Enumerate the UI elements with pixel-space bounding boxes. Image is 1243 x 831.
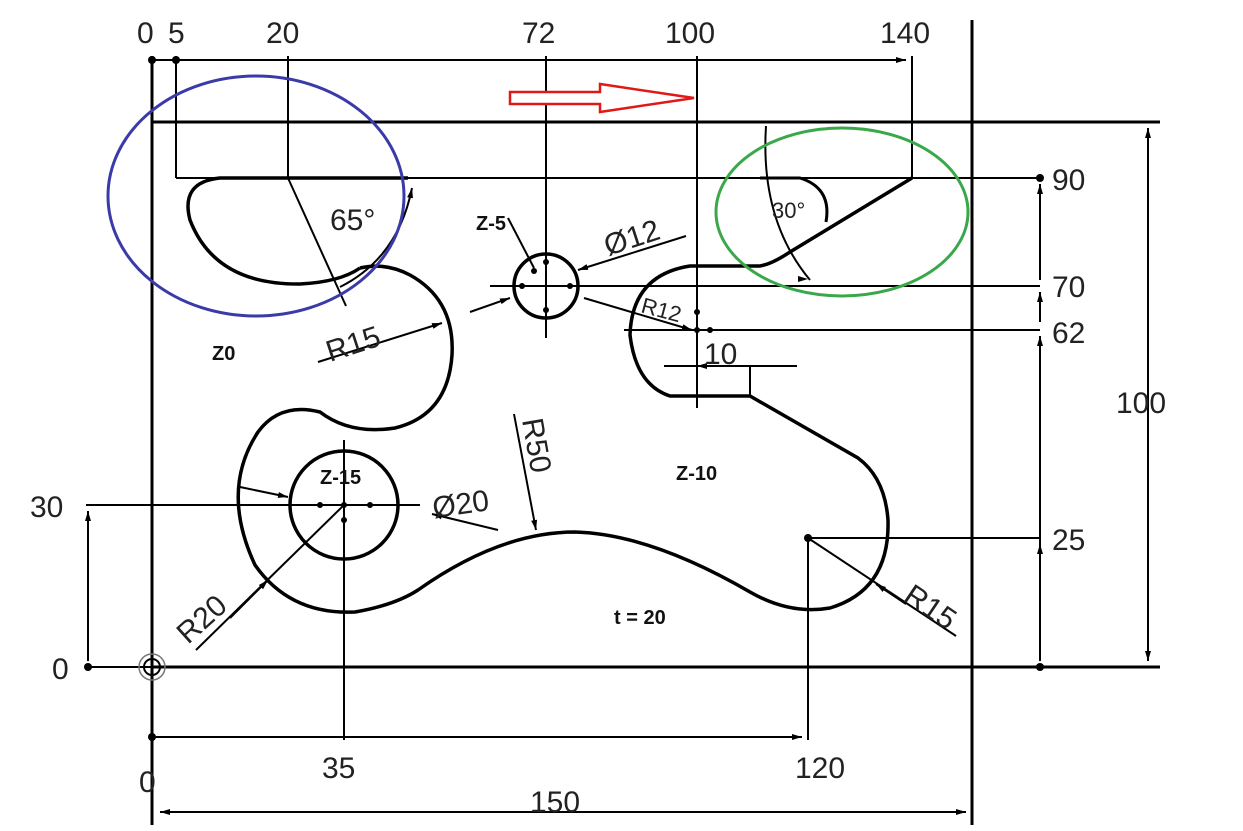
angle-65-label: 65° (330, 204, 375, 237)
r12-label: R12 (639, 293, 684, 328)
zone-label-z0: Z0 (212, 343, 235, 365)
d20-label: Ø20 (430, 484, 491, 525)
blue-highlight-ellipse (106, 74, 406, 318)
pocket-z-10-main (236, 176, 913, 614)
bottom-dim-120: 120 (795, 752, 845, 785)
angle-30-label: 30° (772, 198, 805, 223)
r20-label: R20 (171, 589, 234, 650)
left-dim-30: 30 (30, 491, 63, 524)
right-dim-70: 70 (1052, 271, 1085, 304)
dim-10-label: 10 (704, 338, 737, 371)
bottom-dim-0: 0 (139, 766, 156, 799)
r50-label: R50 (515, 415, 557, 475)
plate-outline (150, 20, 1160, 825)
top-dim-20: 20 (266, 17, 299, 50)
bottom-dim-35: 35 (322, 752, 355, 785)
zone-label-z-5: Z-5 (476, 213, 506, 235)
right-dim-100: 100 (1116, 387, 1166, 420)
annotation-dots (694, 309, 812, 542)
hole-z-5 (512, 250, 580, 322)
top-dim-0: 0 (137, 17, 154, 50)
d12-label: Ø12 (600, 214, 664, 263)
thickness-label: t = 20 (614, 607, 666, 629)
dimension-lines (85, 57, 1151, 815)
top-dim-140: 140 (880, 17, 930, 50)
top-dim-5: 5 (168, 17, 185, 50)
right-dim-90: 90 (1052, 164, 1085, 197)
dimension-dots (84, 56, 1044, 741)
zone-label-z-10: Z-10 (676, 463, 717, 485)
right-dim-62: 62 (1052, 317, 1085, 350)
r15-bottom-label: R15 (898, 578, 962, 636)
right-dim-25: 25 (1052, 524, 1085, 557)
hole-z-15 (288, 449, 400, 561)
leader-lines (195, 125, 957, 651)
zone-label-z-15: Z-15 (320, 467, 361, 489)
top-dim-72: 72 (522, 17, 555, 50)
extension-lines (86, 56, 1160, 740)
r15-top-label: R15 (322, 320, 385, 368)
green-highlight-ellipse (714, 126, 970, 298)
pocket-z0-top-left (186, 176, 408, 286)
origin-symbol (138, 653, 166, 681)
pocket-top-right (760, 176, 829, 223)
top-dim-100: 100 (665, 17, 715, 50)
red-direction-arrow (508, 82, 695, 114)
bottom-dim-150: 150 (530, 786, 580, 819)
left-dim-0: 0 (52, 653, 69, 686)
